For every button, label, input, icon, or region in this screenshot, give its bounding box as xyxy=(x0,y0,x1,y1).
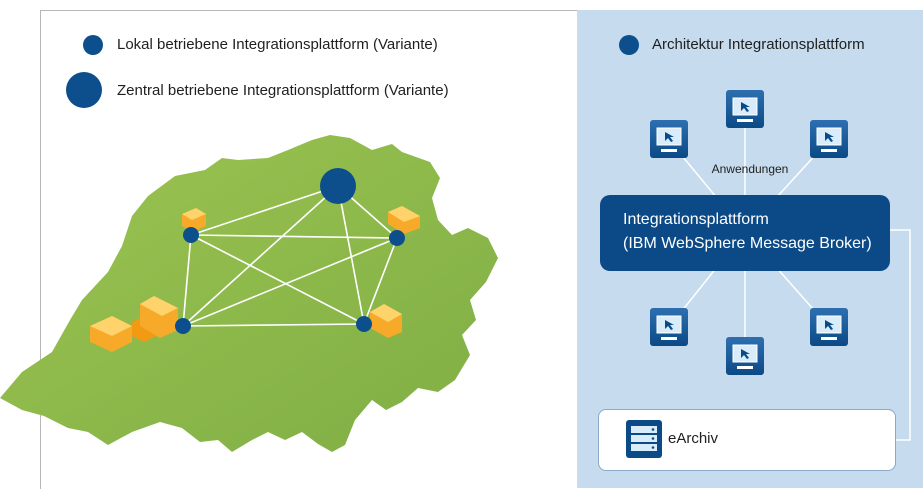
application-icon xyxy=(650,308,688,346)
local-legend-label: Lokal betriebene Integrationsplattform (… xyxy=(117,36,438,53)
building-icon xyxy=(90,296,178,352)
architecture-legend-marker xyxy=(619,35,639,55)
applications-label: Anwendungen xyxy=(711,162,789,176)
integration-platform-box: Integrationsplattform (IBM WebSphere Mes… xyxy=(600,195,890,271)
application-icon xyxy=(726,90,764,128)
local-node xyxy=(389,230,405,246)
architecture-legend-label: Architektur Integrationsplattform xyxy=(652,36,865,53)
architecture-connectors xyxy=(668,110,911,441)
local-node xyxy=(356,316,372,332)
local-node xyxy=(183,227,199,243)
building-icon xyxy=(182,208,206,232)
building-icon xyxy=(388,206,420,234)
building-icon xyxy=(370,304,402,338)
network-lines xyxy=(182,185,398,327)
server-icon xyxy=(626,420,662,458)
application-icon xyxy=(810,308,848,346)
central-legend-marker xyxy=(66,72,102,108)
broker-title: Integrationsplattform xyxy=(623,211,769,228)
application-icon xyxy=(650,120,688,158)
central-legend-label: Zentral betriebene Integrationsplattform… xyxy=(117,82,449,99)
application-icon xyxy=(726,337,764,375)
broker-subtitle: (IBM WebSphere Message Broker) xyxy=(623,235,872,252)
central-node xyxy=(320,168,356,204)
switzerland-map xyxy=(0,135,498,452)
local-node xyxy=(175,318,191,334)
local-legend-marker xyxy=(83,35,103,55)
application-icon xyxy=(810,120,848,158)
earchiv-label: eArchiv xyxy=(668,430,719,447)
